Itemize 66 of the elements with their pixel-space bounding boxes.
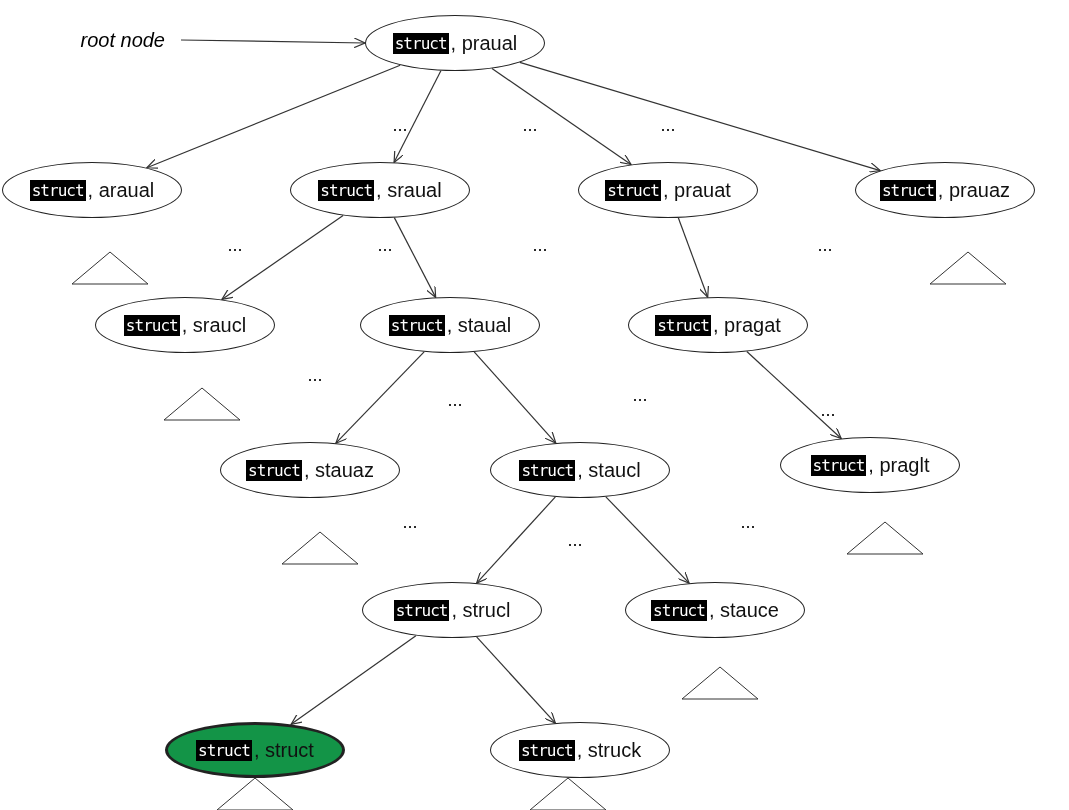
- ellipsis-label: ...: [377, 234, 393, 256]
- arrow: [476, 636, 556, 724]
- arrow: [393, 70, 442, 163]
- arrow: [476, 496, 556, 584]
- word-image: struct: [655, 314, 711, 336]
- ellipsis-label: ...: [817, 234, 833, 256]
- node-label: , struct: [253, 738, 314, 762]
- ellipsis-label: ...: [307, 364, 323, 386]
- word-image: struct: [810, 454, 867, 476]
- node-label: , sraual: [376, 178, 442, 202]
- ellipsis-label: ...: [402, 511, 418, 533]
- word-image: struct: [246, 459, 302, 481]
- subtree-triangle: [681, 666, 759, 700]
- ellipsis-label: ...: [532, 234, 548, 256]
- word-image: struct: [196, 739, 252, 761]
- word-image: struct: [318, 179, 375, 201]
- ellipsis-label: ...: [392, 114, 408, 136]
- subtree-triangle: [529, 777, 607, 810]
- node-label: , pragat: [713, 313, 781, 337]
- word-image: struct: [519, 459, 576, 481]
- ellipsis-label: ...: [820, 399, 836, 421]
- subtree-triangle: [71, 251, 149, 285]
- word-image: struct: [605, 179, 661, 201]
- arrow: [221, 214, 344, 301]
- node-label: , praual: [450, 31, 518, 55]
- node-label: , staual: [446, 313, 512, 337]
- node-label: , praglt: [868, 453, 930, 477]
- arrow: [473, 351, 557, 444]
- node-label: , stauce: [708, 598, 779, 622]
- ellipsis-label: ...: [447, 389, 463, 411]
- root-label: root node: [65, 28, 165, 52]
- subtree-triangle: [216, 777, 294, 810]
- ellipsis-label: ...: [632, 384, 648, 406]
- word-image: struct: [392, 32, 449, 54]
- arrow: [491, 67, 632, 166]
- node-label: , stauaz: [303, 458, 374, 482]
- word-image: struct: [518, 739, 575, 761]
- ellipsis-label: ...: [660, 114, 676, 136]
- subtree-triangle: [163, 387, 241, 421]
- subtree-triangle: [281, 531, 359, 565]
- arrow: [677, 217, 710, 298]
- word-image: struct: [388, 314, 445, 336]
- subtree-triangle: [846, 521, 924, 555]
- arrow: [393, 217, 437, 298]
- word-image: struct: [29, 179, 86, 201]
- node-label: , prauaz: [937, 178, 1011, 202]
- node-label: , araual: [87, 178, 155, 202]
- ellipsis-label: ...: [740, 511, 756, 533]
- subtree-triangle: [929, 251, 1007, 285]
- node-label: , staucl: [577, 458, 641, 482]
- node-label: , prauat: [663, 178, 731, 202]
- ellipsis-label: ...: [227, 234, 243, 256]
- word-image: struct: [393, 599, 450, 621]
- arrow: [146, 64, 401, 169]
- ellipsis-label: ...: [567, 529, 583, 551]
- word-image: struct: [879, 179, 936, 201]
- node-label: , strucl: [451, 598, 511, 622]
- node-label: , sraucl: [181, 313, 247, 337]
- arrow: [519, 61, 881, 173]
- arrow: [605, 496, 690, 584]
- ellipsis-label: ...: [522, 114, 538, 136]
- arrow: [180, 37, 366, 49]
- word-image: struct: [651, 599, 707, 621]
- word-image: struct: [123, 314, 180, 336]
- arrow: [335, 351, 425, 444]
- node-label: , struck: [576, 738, 642, 762]
